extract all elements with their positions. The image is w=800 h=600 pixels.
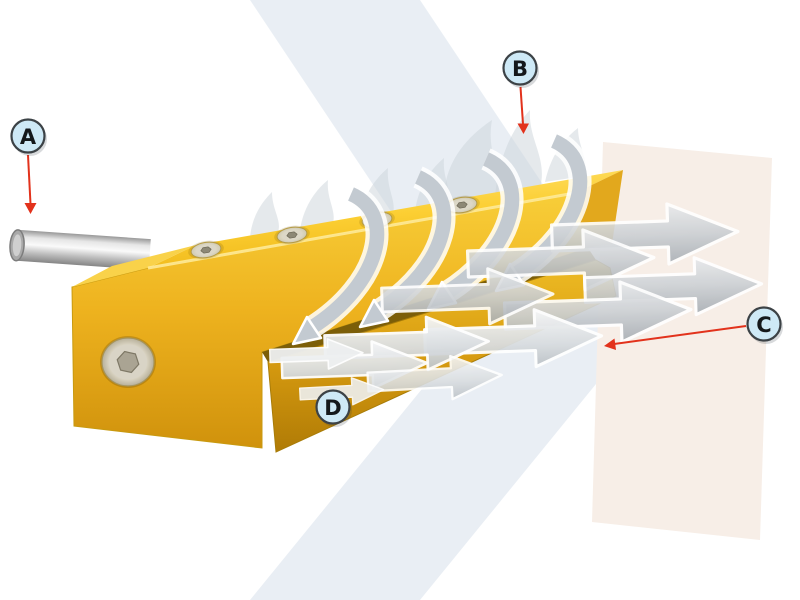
callout-c-circle <box>746 306 782 342</box>
callout-a-pointer-line <box>27 154 32 205</box>
callout-b-pointer-line <box>519 86 524 125</box>
tube-bore <box>12 234 22 257</box>
air-supply-tube <box>9 229 151 271</box>
callout-c: C <box>604 306 783 350</box>
callout-d-label: D <box>324 396 341 420</box>
entrained-air-wisp <box>444 120 499 208</box>
entrained-air-wisp <box>300 180 334 230</box>
callout-b-circle <box>502 50 538 86</box>
callout-b-pointer-arrowhead-icon <box>517 123 529 134</box>
callout-c-pointer-arrowhead-icon <box>604 338 616 350</box>
front-hex-bolt <box>100 336 156 388</box>
callout-a-circle <box>10 118 46 154</box>
callout-b-label: B <box>512 57 528 81</box>
entrained-air-wisp <box>250 192 279 238</box>
bolt-hex-socket <box>116 350 140 374</box>
callout-d: D <box>315 389 352 427</box>
callout-a: A <box>10 118 47 214</box>
watermark-beige-band <box>592 142 772 540</box>
watermark-chevron-lower <box>250 330 640 600</box>
callout-c-pointer-line <box>613 325 747 345</box>
callout-a-label: A <box>20 125 37 149</box>
callout-c-label: C <box>756 313 771 337</box>
callout-a-pointer-arrowhead-icon <box>24 203 37 214</box>
callout-d-circle <box>315 389 351 425</box>
callout-b: B <box>502 50 539 134</box>
body-left-top-facet <box>72 245 196 287</box>
tube-body <box>14 229 151 271</box>
